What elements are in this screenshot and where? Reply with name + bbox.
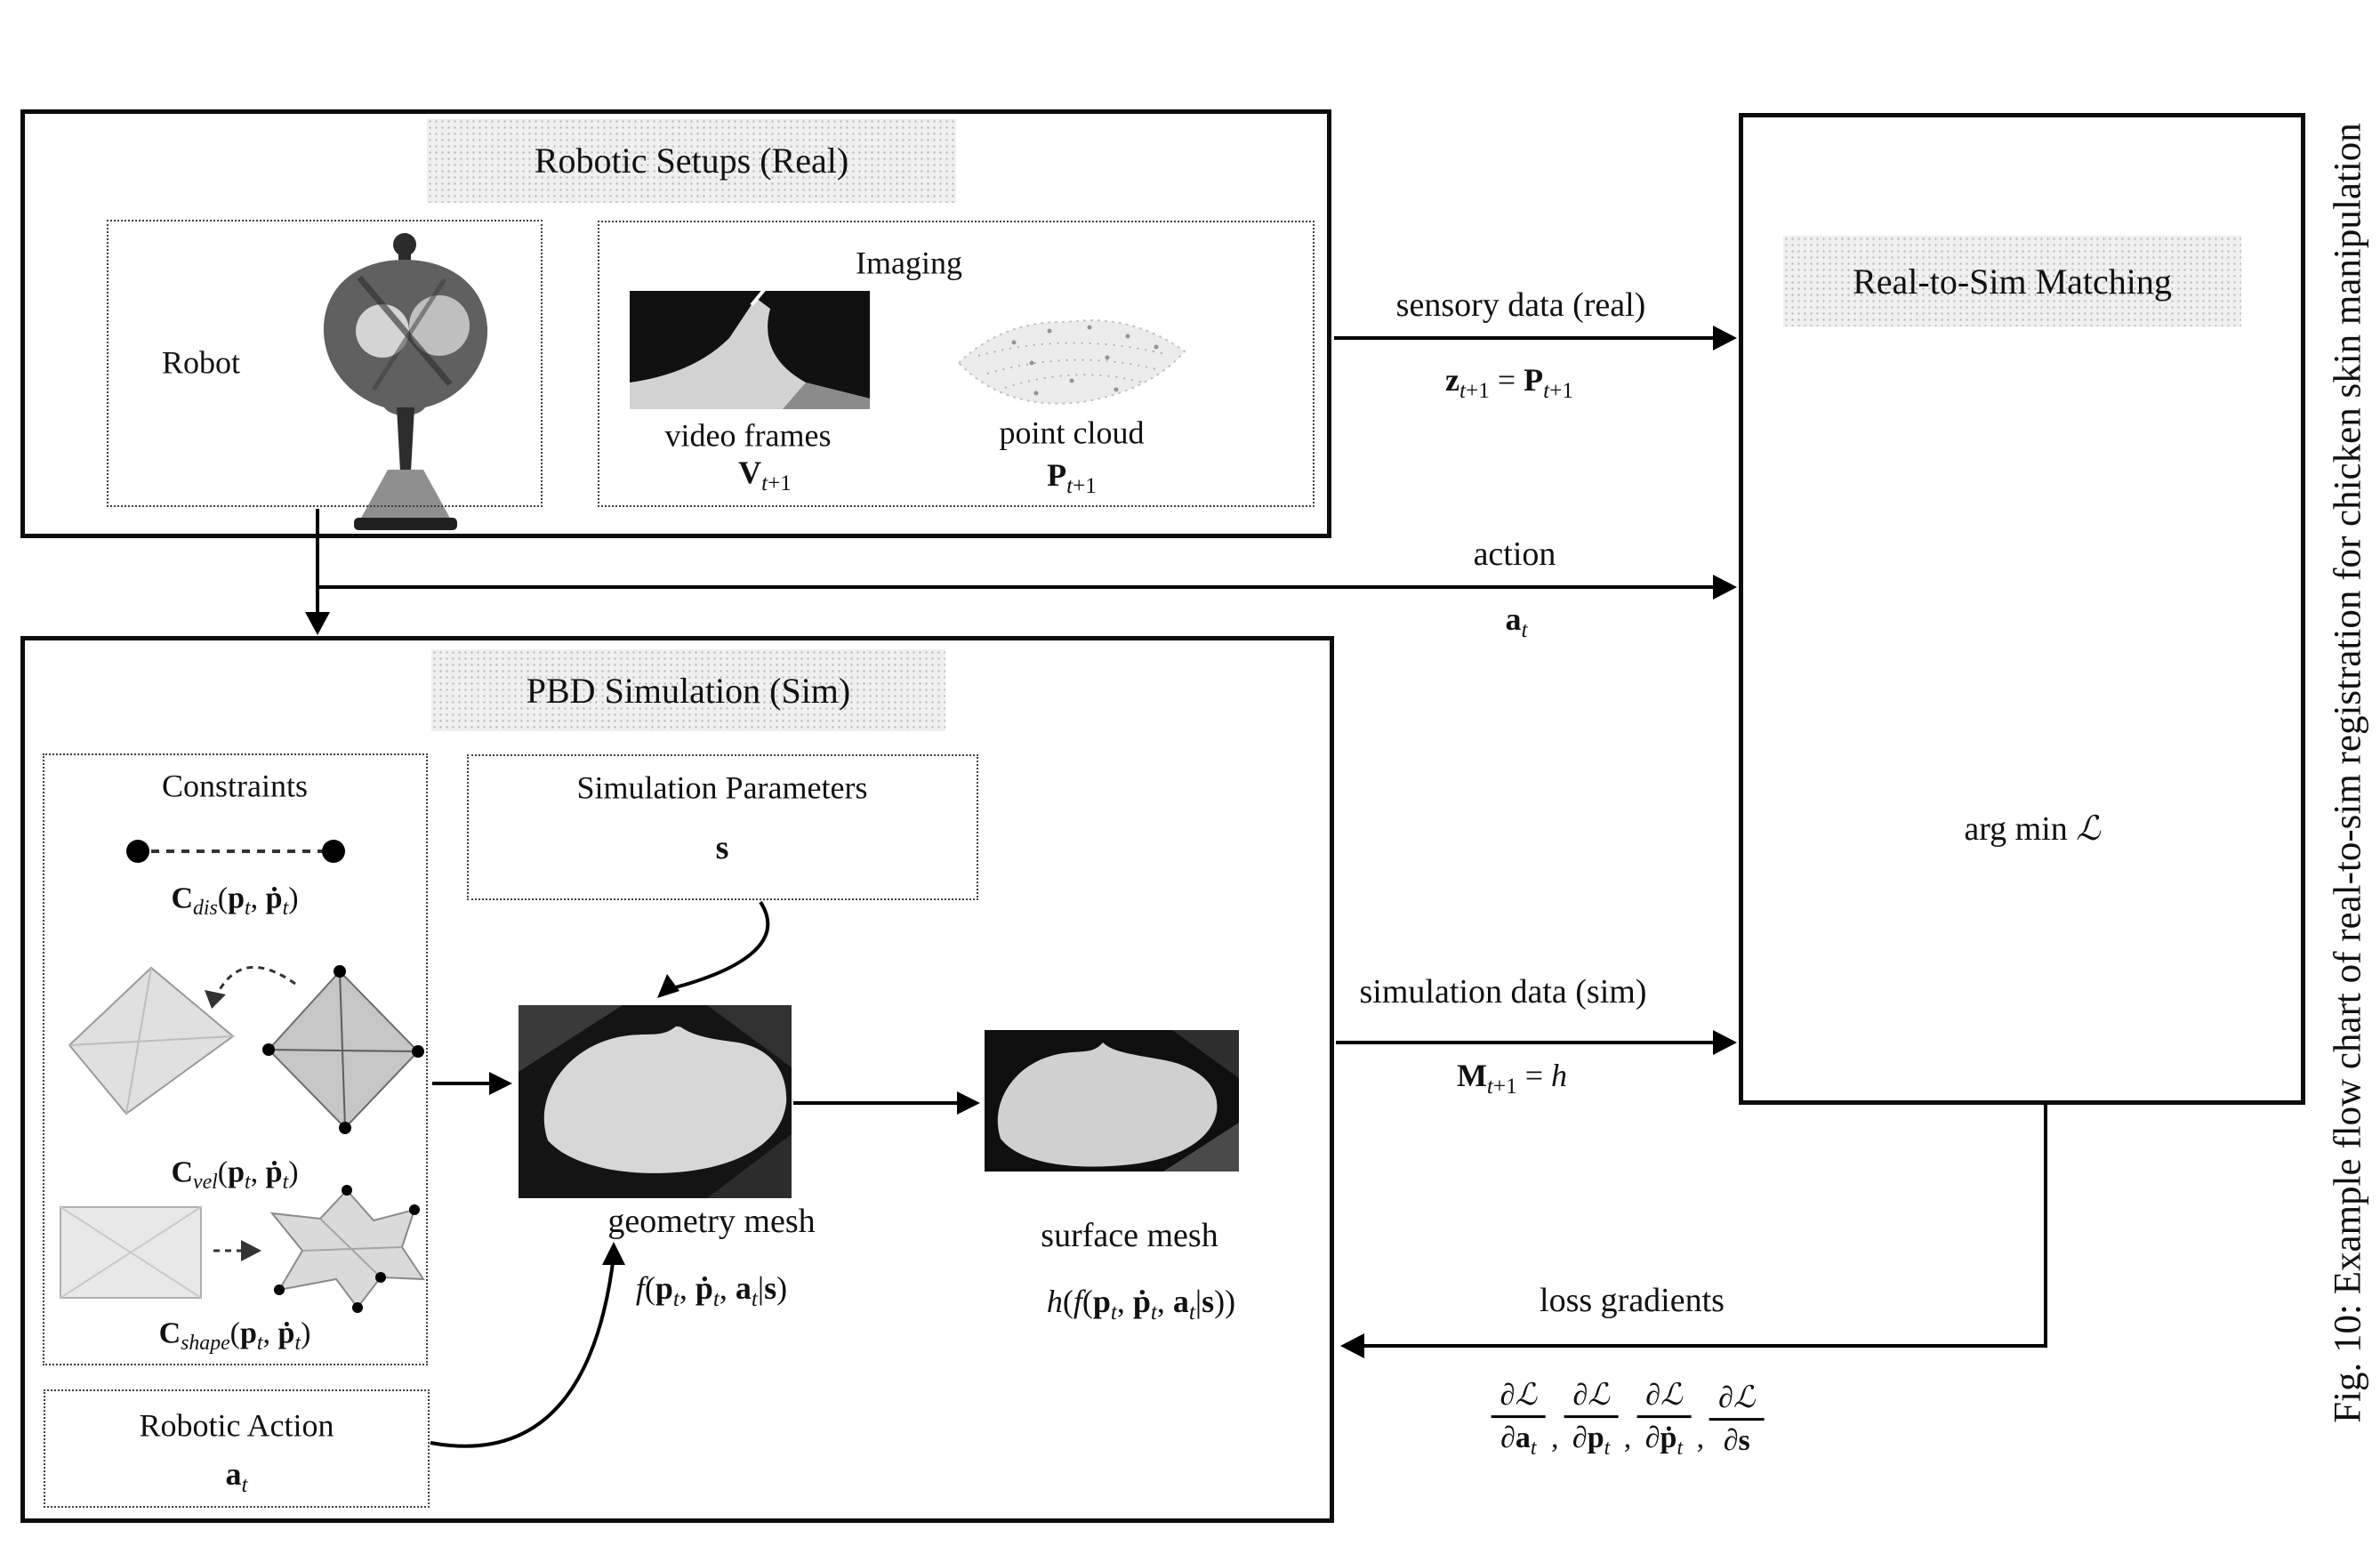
constraints-panel xyxy=(43,753,428,1365)
velocity-constraint-icon xyxy=(68,965,424,1134)
arrow-params-to-mesh xyxy=(657,900,770,998)
arrow-mesh-to-surface xyxy=(793,1091,980,1115)
c-vel-formula: Cvel(pt, ṗt) xyxy=(171,1155,299,1195)
action-formula: at xyxy=(1505,600,1528,643)
robotic-action-symbol: at xyxy=(225,1455,248,1498)
pbd-simulation-box xyxy=(20,636,1334,1523)
point-cloud-label: point cloud xyxy=(999,415,1145,451)
robotic-action-panel xyxy=(44,1389,430,1508)
robotic-setups-box xyxy=(20,109,1331,538)
comma: , xyxy=(1696,1421,1705,1454)
arrow-sensory-data xyxy=(1334,326,1737,350)
distance-constraint-icon xyxy=(126,840,345,863)
loss-gradients-formula: ∂ℒ ∂at , ∂ℒ ∂pt , ∂ℒ ∂ṗt , ∂ℒ ∂s xyxy=(1488,1377,1768,1461)
surface-mesh-formula: h(f(pt, ṗt, at|s)) xyxy=(1046,1283,1236,1325)
pbd-title-band: PBD Simulation (Sim) xyxy=(431,649,945,731)
arrow-robot-to-pbd xyxy=(305,509,330,635)
video-frame-image xyxy=(630,288,870,409)
simulation-data-label: simulation data (sim) xyxy=(1359,973,1647,1011)
robot-label: Robot xyxy=(161,344,241,381)
pbd-title: PBD Simulation (Sim) xyxy=(526,670,851,711)
surface-mesh-image xyxy=(985,1030,1239,1172)
matching-title-band: Real-to-Sim Matching xyxy=(1783,236,2241,326)
geometry-mesh-formula: f(pt, ṗt, at|s) xyxy=(635,1269,788,1312)
simulation-parameters-symbol: s xyxy=(715,829,729,867)
loss-fraction: ∂ℒ ∂s xyxy=(1709,1380,1765,1458)
robotic-action-title: Robotic Action xyxy=(139,1407,334,1444)
sensory-data-formula: zt+1 = Pt+1 xyxy=(1445,361,1573,404)
figure-caption: Fig. 10: Example flow chart of real-to-s… xyxy=(2327,123,2369,1423)
video-frames-formula: Vt+1 xyxy=(738,454,792,496)
simulation-parameters-title: Simulation Parameters xyxy=(576,769,868,806)
arrow-constraints-to-mesh xyxy=(432,1072,512,1095)
point-cloud-image xyxy=(957,319,1186,405)
point-cloud-formula: Pt+1 xyxy=(1047,456,1097,499)
robot-panel xyxy=(107,220,543,507)
simulation-parameters-panel xyxy=(467,754,978,900)
comma: , xyxy=(1623,1421,1632,1454)
simulation-data-formula: Mt+1 = h xyxy=(1456,1057,1568,1099)
action-label: action xyxy=(1473,535,1556,574)
robot-image xyxy=(323,233,488,530)
loss-fraction: ∂ℒ ∂pt xyxy=(1564,1377,1619,1461)
c-shape-formula: Cshape(pt, ṗt) xyxy=(158,1317,311,1356)
sensory-data-label: sensory data (real) xyxy=(1395,286,1646,325)
shape-constraint-icon xyxy=(60,1185,425,1313)
robotic-setups-title-band: Robotic Setups (Real) xyxy=(427,118,956,203)
imaging-title: Imaging xyxy=(856,245,962,281)
loss-fraction: ∂ℒ ∂ṗt xyxy=(1636,1377,1692,1461)
comma: , xyxy=(1550,1421,1559,1454)
video-frames-label: video frames xyxy=(664,417,832,454)
loss-gradients-label: loss gradients xyxy=(1540,1282,1725,1320)
c-dis-formula: Cdis(pt, ṗt) xyxy=(171,882,299,921)
matching-title: Real-to-Sim Matching xyxy=(1853,261,2172,302)
arrow-action-to-mesh xyxy=(430,1242,625,1448)
robotic-setups-title: Robotic Setups (Real) xyxy=(534,141,849,181)
loss-fraction: ∂ℒ ∂at xyxy=(1491,1377,1546,1461)
argmin-formula: arg min ℒ xyxy=(1964,810,2101,849)
geometry-mesh-label: geometry mesh xyxy=(607,1203,816,1241)
constraints-title: Constraints xyxy=(161,768,309,804)
arrow-simulation-data xyxy=(1336,1030,1737,1055)
surface-mesh-label: surface mesh xyxy=(1041,1217,1218,1255)
geometry-mesh-image xyxy=(519,1005,792,1198)
arrow-action xyxy=(318,575,1737,600)
imaging-panel xyxy=(598,221,1315,507)
arrow-loss-gradients xyxy=(1340,1105,2047,1358)
